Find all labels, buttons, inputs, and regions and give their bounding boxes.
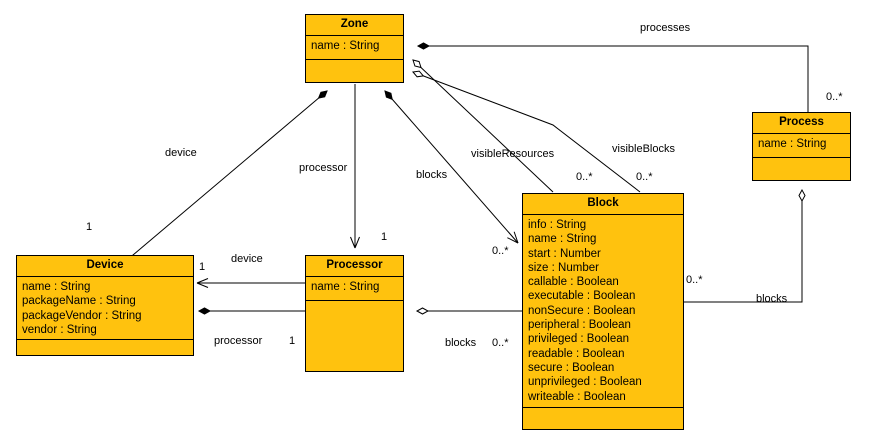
class-attribute: readable : Boolean xyxy=(528,347,625,360)
edge-label-lbl-processor-zone: processor xyxy=(299,162,348,174)
class-attribute: callable : Boolean xyxy=(528,276,619,289)
multiplicity-mult-blocks-process: 0..* xyxy=(686,274,703,286)
aggregation-diamond-icon xyxy=(412,59,422,69)
edge-label-lbl-blocks-processor: blocks xyxy=(445,337,477,349)
uml-class-processor[interactable]: Processor name : String xyxy=(305,255,404,372)
class-attribute: start : Number xyxy=(528,247,601,260)
composition-diamond-icon xyxy=(197,307,212,315)
class-name-processor: Processor xyxy=(306,256,403,277)
class-attribute: size : Number xyxy=(528,261,599,274)
edge-line xyxy=(418,45,809,112)
class-attributes-processor: name : String xyxy=(306,277,403,301)
edge-zone-blocks[interactable] xyxy=(384,90,519,244)
multiplicity-mult-device-right: 1 xyxy=(199,261,206,273)
class-operations-block xyxy=(523,408,683,429)
class-attribute: name : String xyxy=(758,138,827,150)
class-attribute: privileged : Boolean xyxy=(528,333,630,346)
class-attribute: info : String xyxy=(528,219,587,231)
multiplicity-mult-blocks-processor: 0..* xyxy=(492,337,509,349)
class-operations-processor xyxy=(306,301,403,371)
multiplicity-mult-visibleresources: 0..* xyxy=(576,171,593,183)
edge-label-lbl-visibleresources: visibleResources xyxy=(471,148,555,160)
multiplicity-mult-processor-zone: 1 xyxy=(381,231,388,243)
class-attribute: name : String xyxy=(311,40,380,52)
class-attribute: packageVendor : String xyxy=(22,309,142,322)
class-name-zone: Zone xyxy=(306,15,403,36)
composition-diamond-icon xyxy=(416,42,431,50)
edge-line xyxy=(412,71,641,193)
multiplicity-mult-visibleblocks: 0..* xyxy=(636,171,653,183)
multiplicity-mult-blocks-zone: 0..* xyxy=(492,245,509,257)
multiplicity-mult-processor-left: 1 xyxy=(289,335,296,347)
class-attribute: packageName : String xyxy=(22,295,136,308)
class-attribute: peripheral : Boolean xyxy=(528,319,631,332)
class-attributes-zone: name : String xyxy=(306,36,403,60)
edge-processor-device[interactable] xyxy=(196,278,305,288)
edge-line xyxy=(684,190,803,303)
edge-label-lbl-blocks-zone: blocks xyxy=(416,169,448,181)
edge-label-lbl-blocks-process: blocks xyxy=(756,293,788,305)
class-attributes-process: name : String xyxy=(753,134,850,158)
edge-zone-processor[interactable] xyxy=(350,84,360,249)
composition-diamond-icon xyxy=(317,90,328,99)
class-attribute: executable : Boolean xyxy=(528,290,636,303)
class-operations-device xyxy=(17,340,193,355)
edge-process-blocks[interactable] xyxy=(684,188,806,303)
class-name-device: Device xyxy=(17,256,193,277)
class-attribute: name : String xyxy=(22,281,91,293)
multiplicity-mult-processes: 0..* xyxy=(826,91,843,103)
edge-zone-visibleblocks[interactable] xyxy=(412,70,641,193)
edge-zone-visibleresources[interactable] xyxy=(412,59,554,193)
class-name-process: Process xyxy=(753,113,850,134)
edge-label-lbl-device-zone: device xyxy=(165,147,197,159)
class-attribute: secure : Boolean xyxy=(528,361,615,374)
composition-diamond-icon xyxy=(384,90,393,101)
edge-label-lbl-device-processor: device xyxy=(231,253,263,265)
edge-processor-blocks[interactable] xyxy=(415,307,522,315)
edge-label-lbl-processor-device: processor xyxy=(214,335,263,347)
aggregation-diamond-icon xyxy=(412,70,425,78)
class-attribute: vendor : String xyxy=(22,323,97,336)
edge-label-lbl-processes: processes xyxy=(640,22,691,34)
aggregation-diamond-icon xyxy=(798,188,806,203)
class-name-block: Block xyxy=(523,194,683,215)
edge-line xyxy=(119,90,328,267)
arrowhead-icon xyxy=(196,278,209,288)
edge-line xyxy=(412,59,554,193)
class-attribute: unprivileged : Boolean xyxy=(528,376,642,389)
edge-device-processor[interactable] xyxy=(197,307,305,315)
class-attribute: nonSecure : Boolean xyxy=(528,304,636,317)
edge-zone-device[interactable] xyxy=(119,90,328,267)
class-operations-zone xyxy=(306,60,403,82)
multiplicity-mult-device-zone: 1 xyxy=(86,221,93,233)
edge-label-lbl-visibleblocks: visibleBlocks xyxy=(612,143,675,155)
uml-class-zone[interactable]: Zone name : String xyxy=(305,14,404,83)
class-attribute: name : String xyxy=(311,281,380,293)
class-attribute: writeable : Boolean xyxy=(528,390,626,403)
class-attribute: name : String xyxy=(528,233,597,246)
uml-class-process[interactable]: Process name : String xyxy=(752,112,851,181)
arrowhead-icon xyxy=(350,236,360,249)
aggregation-diamond-icon xyxy=(415,307,430,315)
edge-line xyxy=(384,90,519,244)
class-operations-process xyxy=(753,158,850,180)
edge-zone-processes[interactable] xyxy=(416,42,809,112)
arrowhead-icon xyxy=(507,231,519,244)
